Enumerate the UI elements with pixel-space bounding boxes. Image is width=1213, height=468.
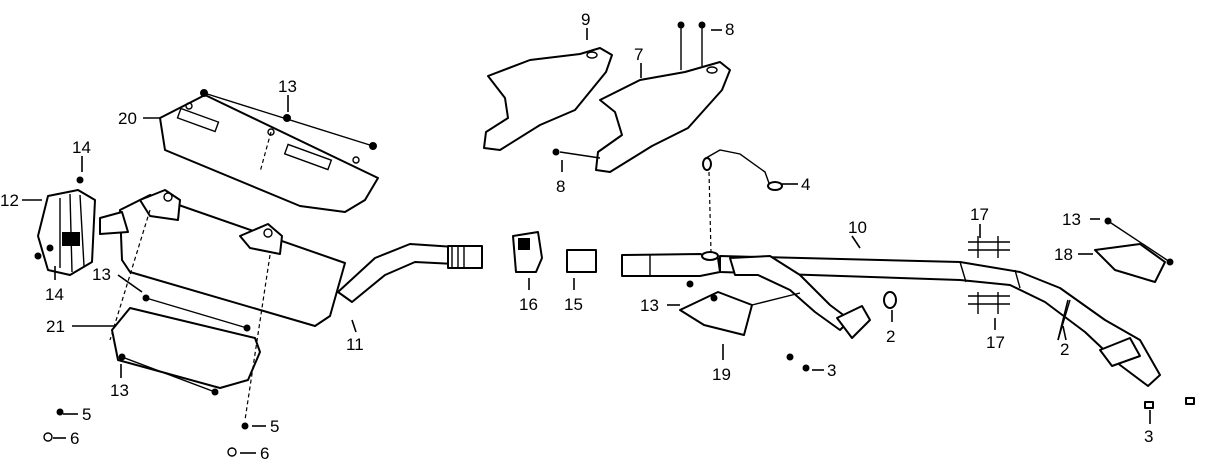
clamps-17 bbox=[968, 236, 1010, 314]
callout-2-right: 2 bbox=[1060, 340, 1069, 359]
callout-2-center: 2 bbox=[886, 327, 895, 346]
callout-13-left: 13 bbox=[92, 265, 111, 284]
callout-14-top: 14 bbox=[72, 138, 91, 157]
callout-20: 20 bbox=[118, 109, 137, 128]
muffler-11 bbox=[99, 189, 346, 341]
callout-13-top: 13 bbox=[278, 77, 297, 96]
heat-shield-21 bbox=[43, 254, 271, 457]
callout-13-right: 13 bbox=[1062, 210, 1081, 229]
callout-5-left: 5 bbox=[82, 405, 91, 424]
callout-10: 10 bbox=[848, 218, 867, 237]
heat-shield-7-9 bbox=[483, 21, 731, 173]
callout-8-top: 8 bbox=[725, 20, 734, 39]
callout-11: 11 bbox=[346, 335, 364, 354]
callout-18: 18 bbox=[1054, 245, 1073, 264]
callout-12: 12 bbox=[0, 191, 19, 210]
heat-shield-18 bbox=[1094, 217, 1174, 283]
callout-7: 7 bbox=[634, 45, 643, 64]
heat-shield-20 bbox=[159, 89, 379, 213]
heat-shield-19 bbox=[679, 280, 801, 336]
tail-cap-12 bbox=[34, 176, 96, 276]
leader-lines bbox=[22, 28, 1151, 454]
callout-17-bottom: 17 bbox=[986, 333, 1005, 352]
callout-5-right: 5 bbox=[270, 417, 279, 436]
callout-8-bottom: 8 bbox=[556, 177, 565, 196]
callout-9: 9 bbox=[581, 10, 590, 29]
callout-15: 15 bbox=[564, 295, 583, 314]
exhaust-pipe bbox=[337, 231, 1161, 387]
callout-labels: 9 8 7 8 4 13 20 14 12 14 10 17 13 18 13 … bbox=[0, 10, 1153, 463]
callout-6-right: 6 bbox=[260, 444, 269, 463]
callout-3-center: 3 bbox=[827, 361, 836, 380]
callout-13-bottom: 13 bbox=[110, 381, 129, 400]
callout-3-right: 3 bbox=[1144, 427, 1153, 446]
callout-13-center: 13 bbox=[640, 296, 659, 315]
callout-16: 16 bbox=[519, 295, 538, 314]
callout-19: 19 bbox=[712, 365, 731, 384]
oxygen-sensor-4 bbox=[702, 149, 783, 253]
callout-17-top: 17 bbox=[970, 205, 989, 224]
callout-4: 4 bbox=[801, 175, 810, 194]
callout-14-bottom: 14 bbox=[45, 285, 64, 304]
callout-6-left: 6 bbox=[70, 429, 79, 448]
callout-21: 21 bbox=[46, 317, 65, 336]
